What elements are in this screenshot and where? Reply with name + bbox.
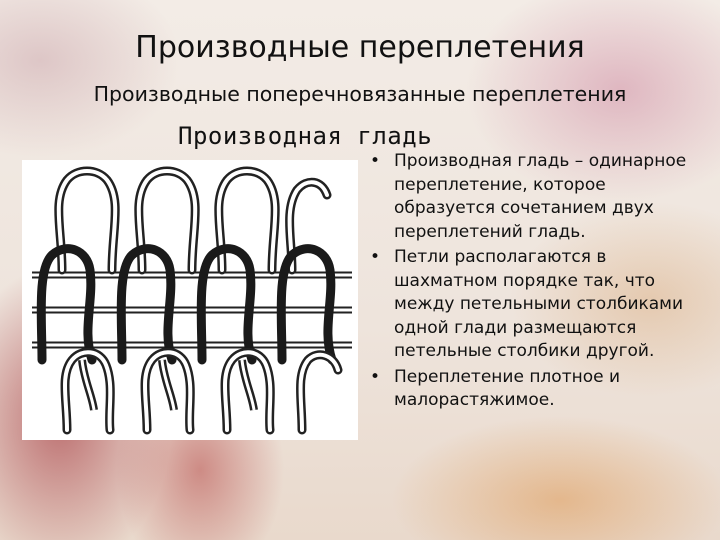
slide-title: Производные переплетения — [0, 30, 720, 65]
bullet-list: • Производная гладь – одинарное переплет… — [366, 150, 706, 415]
bullet-text: Петли располагаются в шахматном порядке … — [394, 247, 683, 361]
knit-loops-diagram-icon — [22, 160, 358, 440]
bullet-item: • Производная гладь – одинарное переплет… — [366, 150, 706, 244]
bullet-text: Производная гладь – одинарное переплетен… — [394, 151, 686, 242]
bullet-icon: • — [370, 246, 380, 270]
section-heading: Производная гладь — [178, 122, 432, 150]
horizontal-yarn-lines — [32, 275, 352, 345]
bullet-text: Переплетение плотное и малорастяжимое. — [394, 367, 620, 411]
bullet-icon: • — [370, 150, 380, 174]
knit-structure-figure — [22, 160, 358, 440]
bullet-item: • Переплетение плотное и малорастяжимое. — [366, 366, 706, 413]
bullet-icon: • — [370, 366, 380, 390]
bullet-item: • Петли располагаются в шахматном порядк… — [366, 246, 706, 364]
slide-subtitle: Производные поперечновязанные переплетен… — [0, 82, 720, 106]
